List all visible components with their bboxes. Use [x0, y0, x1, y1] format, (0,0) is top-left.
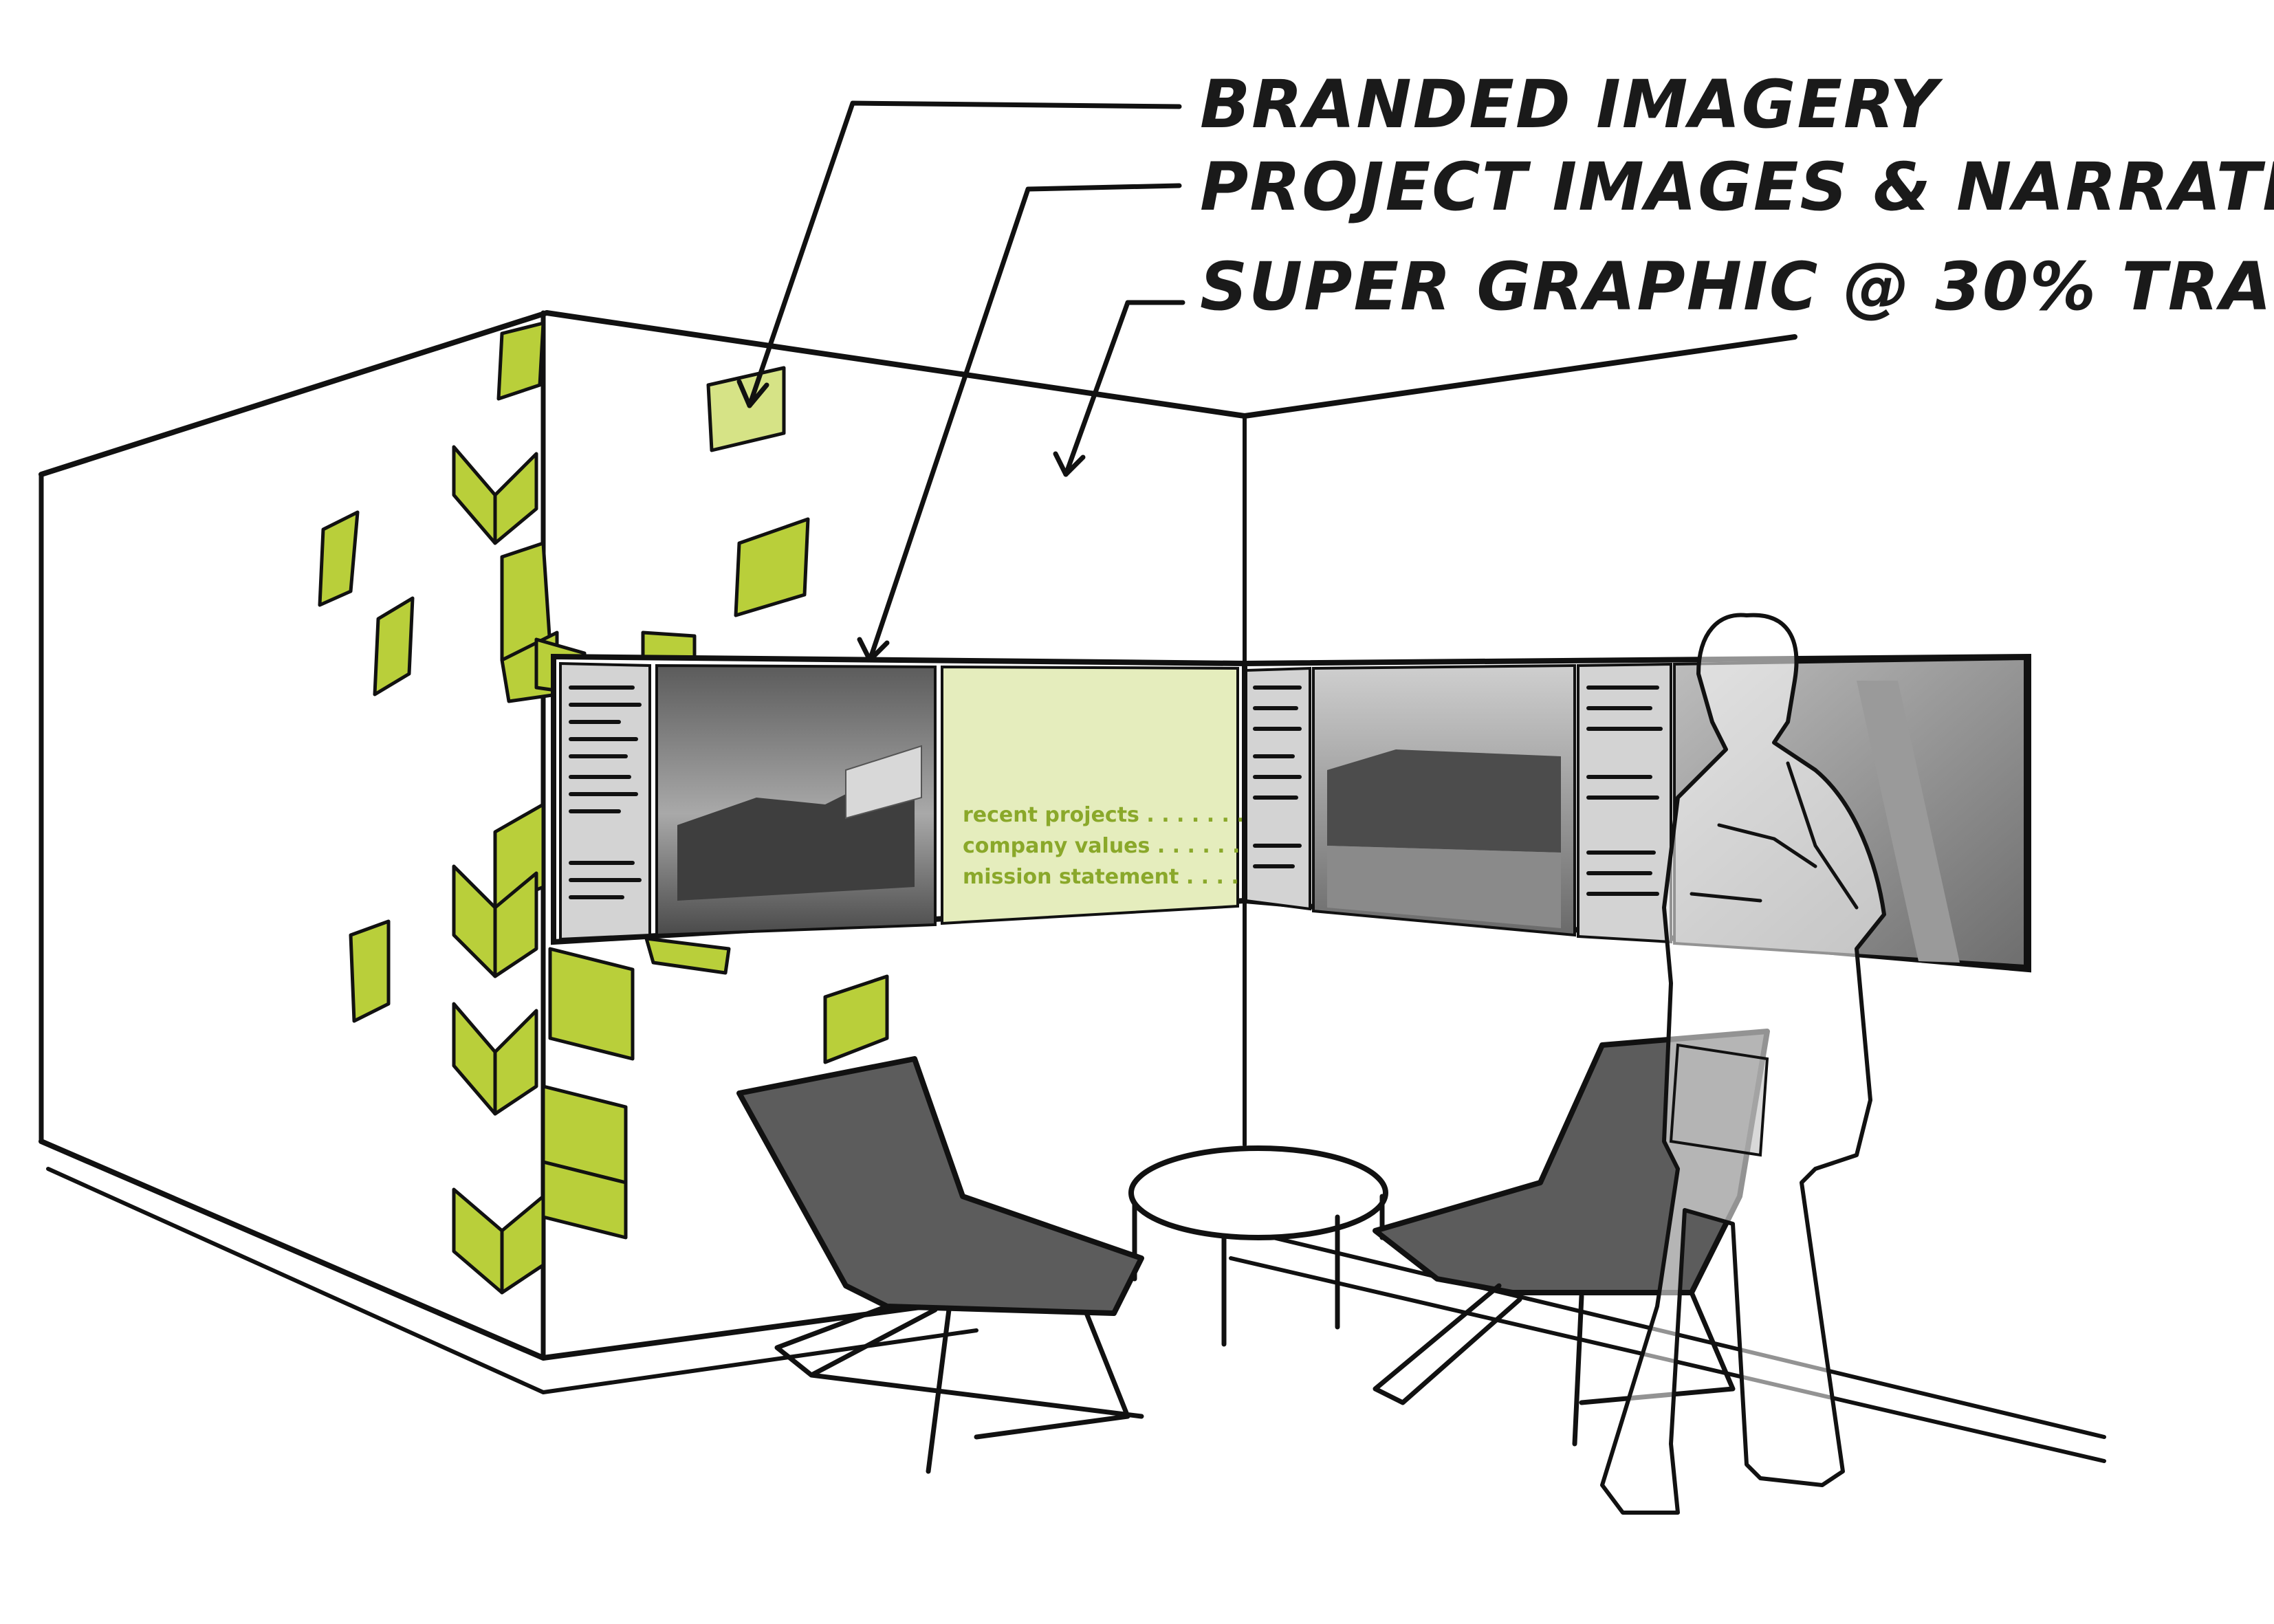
- panel-line-mission-statement: mission statement . . . . . .: [963, 865, 1269, 889]
- panel-line-recent-projects: recent projects . . . . . . .: [963, 803, 1245, 827]
- wall-outlines: [39, 310, 2106, 1463]
- branded-imagery-graphics: [318, 321, 889, 1295]
- label-super-graphic: SUPER GRAPHIC @ 30% TRANSPARENCY: [1200, 248, 2274, 325]
- label-project-images: PROJECT IMAGES & NARRATIVES: [1200, 149, 2274, 226]
- text-column-3: [1577, 662, 1672, 944]
- text-column-1: [559, 661, 651, 941]
- narrative-panel: [941, 665, 1239, 925]
- side-table: [1128, 1145, 1388, 1347]
- text-column-2: [1245, 666, 1311, 911]
- leader-lines: [736, 100, 1185, 663]
- label-branded-imagery: BRANDED IMAGERY: [1200, 66, 1943, 143]
- panel-line-company-values: company values . . . . . . .: [963, 834, 1255, 858]
- project-display-band: recent projects . . . . . . . company va…: [551, 653, 2031, 973]
- lounge-chair-left: [736, 1056, 1144, 1474]
- standing-person: [1600, 613, 1886, 1515]
